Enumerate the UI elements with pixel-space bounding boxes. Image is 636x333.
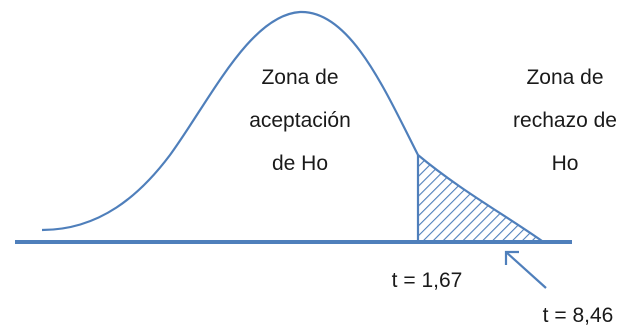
rejection-zone-line-1: Zona de <box>526 66 603 89</box>
critical-value-label: t = 1,67 <box>392 269 463 292</box>
distribution-curve <box>41 10 543 242</box>
rejection-region-hatch <box>418 155 542 241</box>
acceptance-zone-line-3: de Ho <box>272 152 328 175</box>
rejection-zone-line-2: rechazo de <box>513 109 617 132</box>
test-statistic-arrow-head <box>504 250 519 265</box>
rejection-zone-line-3: Ho <box>552 152 579 175</box>
acceptance-zone-line-2: aceptación <box>249 109 351 132</box>
acceptance-zone-line-1: Zona de <box>261 66 338 89</box>
test-statistic-arrow-line <box>505 251 547 289</box>
test-statistic-label: t = 8,46 <box>543 304 614 327</box>
